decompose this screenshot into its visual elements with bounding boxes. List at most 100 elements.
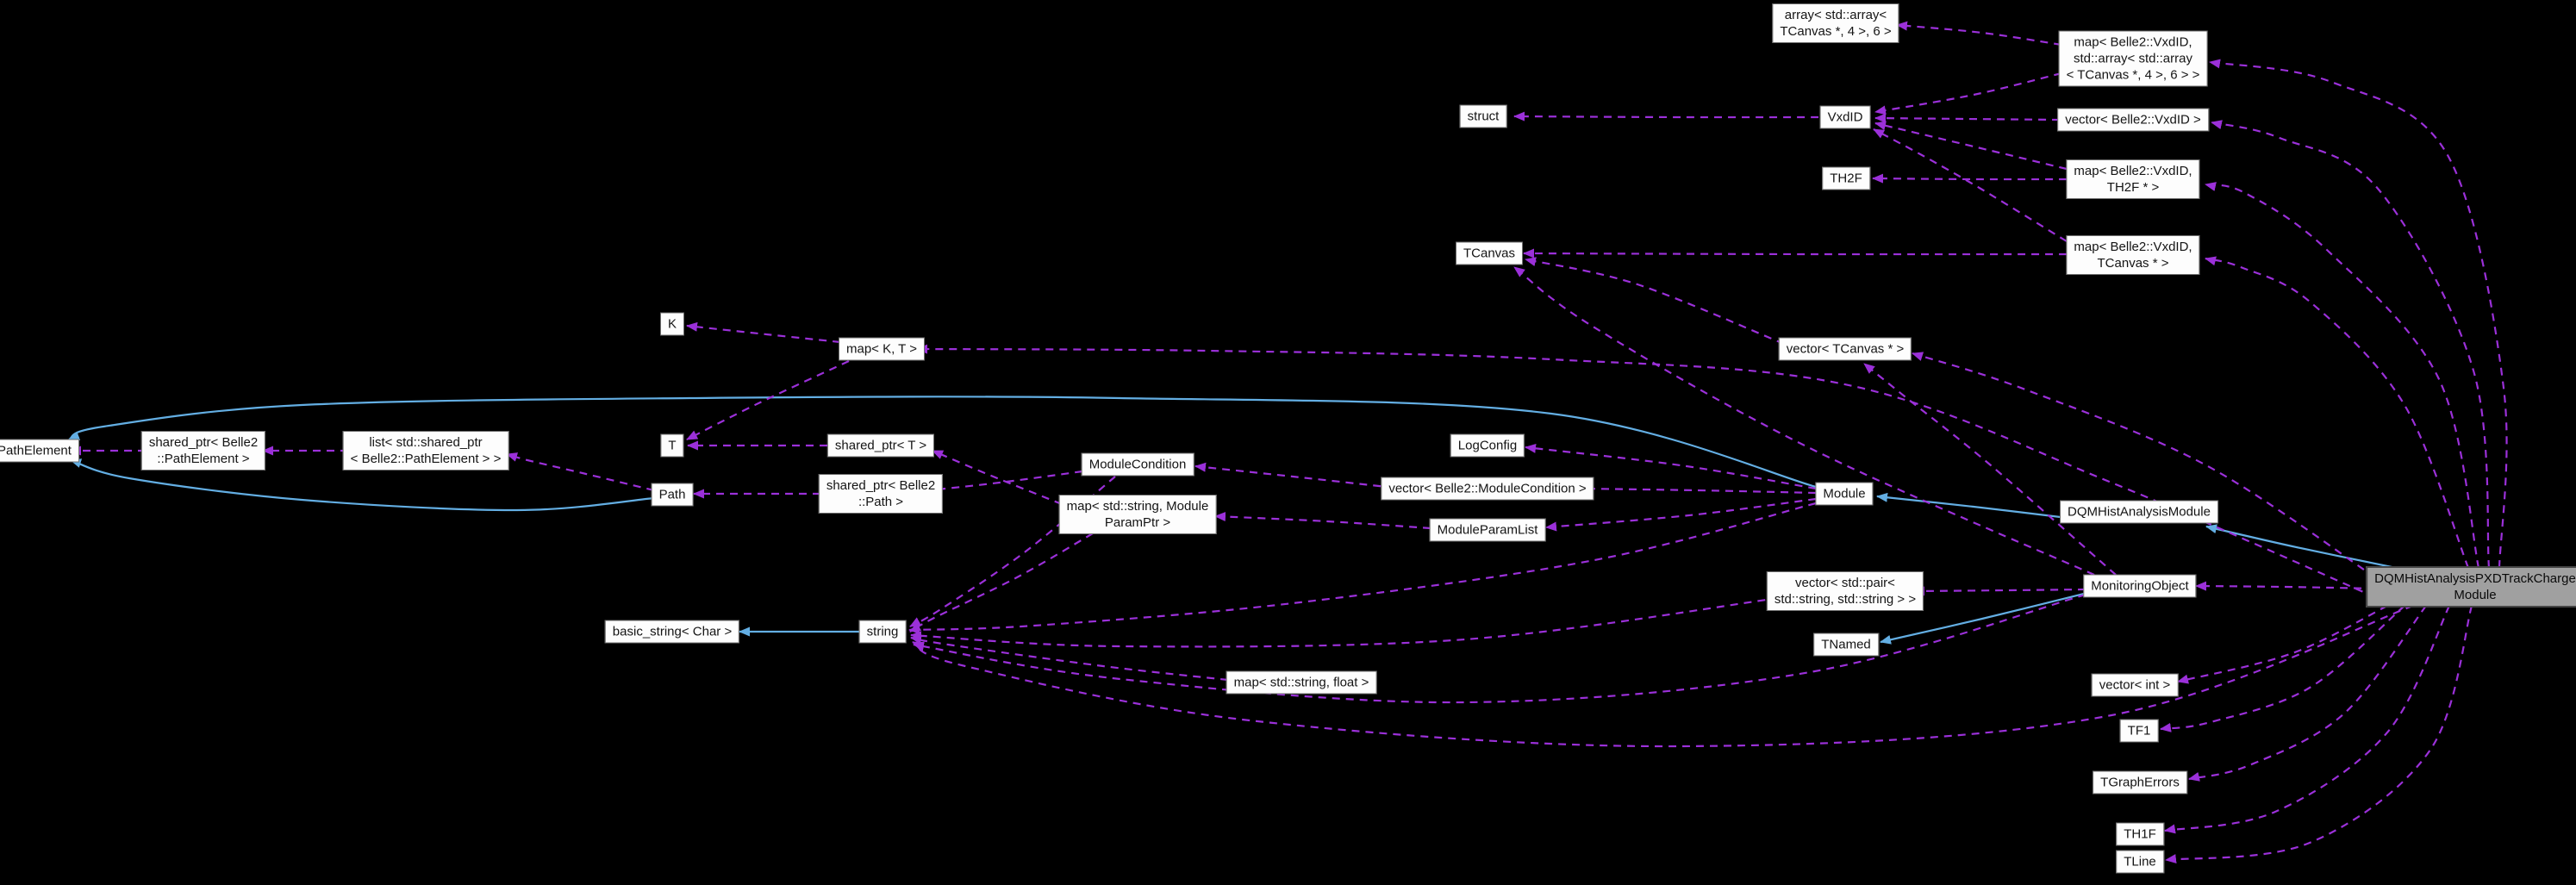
edge-monitoringobject-to-tcanvas [1513,266,2095,576]
node-label-line: std::array< std::array [2074,51,2192,66]
edge-map_k_t-to-k [686,321,841,344]
node-pathelement[interactable]: PathElement [0,439,79,463]
node-path[interactable]: Path [651,483,694,507]
node-list_sp_pathelement[interactable]: list< std::shared_ptr< Belle2::PathEleme… [342,431,509,471]
node-label-line: basic_string< Char > [612,624,733,639]
node-sp_t[interactable]: shared_ptr< T > [826,433,935,458]
node-label-line: PathElement [0,443,72,458]
node-label-line: < Belle2::PathElement > > [350,452,502,466]
node-label-line: map< std::string, float > [1233,675,1369,690]
node-label-line: shared_ptr< Belle2 [826,478,936,493]
node-tf1[interactable]: TF1 [2119,719,2159,743]
node-module[interactable]: Module [1815,482,1874,506]
edge-module-to-string [908,502,1817,635]
edge-monitoringobject-to-tnamed [1880,591,2088,645]
node-label-line: Module [1823,486,1866,502]
node-vector_vxdid[interactable]: vector< Belle2::VxdID > [2057,108,2209,132]
edge-main-to-map_vxdid_tcanvas [2205,256,2470,569]
node-label-line: vector< std::pair< [1795,576,1895,590]
node-map_vxdid_array[interactable]: map< Belle2::VxdID,std::array< std::arra… [2058,30,2208,87]
node-logconfig[interactable]: LogConfig [1450,433,1525,458]
node-string[interactable]: string [858,620,907,644]
edge-module-to-logconfig [1525,443,1817,490]
node-k[interactable]: K [659,312,685,336]
node-sp_path[interactable]: shared_ptr< Belle2::Path > [818,474,944,514]
node-label-line: struct [1467,109,1500,124]
edge-monitoringobject-to-vector_pair [1913,586,2086,596]
node-dqmham[interactable]: DQMHistAnalysisModule [2060,500,2218,524]
node-vector_int[interactable]: vector< int > [2091,673,2179,697]
node-th2f[interactable]: TH2F [1822,166,1870,190]
edge-modulecondition-to-sp_path [928,470,1083,495]
node-label-line: < TCanvas *, 4 >, 6 > > [2066,67,2200,83]
node-label-line: ::Path > [858,495,904,509]
node-label-line: vector< Belle2::VxdID > [2065,112,2201,128]
node-tline[interactable]: TLine [2116,850,2164,874]
node-label-line: map< std::string, Module [1066,499,1209,514]
edge-monitoringobject-to-vector_tcanvas [1863,363,2117,576]
node-label-line: map< Belle2::VxdID, [2074,240,2192,254]
node-label-line: Module [2454,588,2497,602]
node-label-line: std::string, std::string > > [1774,592,1917,607]
node-label-line: string [866,624,899,639]
edge-main-to-vector_vxdid [2211,120,2491,569]
node-label-line: array< std::array< [1784,8,1887,22]
edge-path-to-list_sp_pathelement [506,452,655,492]
node-vector_modulecondition[interactable]: vector< Belle2::ModuleCondition > [1381,477,1594,501]
node-th1f[interactable]: TH1F [2116,822,2164,846]
edge-map_string_mpp-to-string [909,533,1094,633]
edge-map_vxdid_tcanvas-to-vxdid [1873,128,2068,242]
node-map_vxdid_tcanvas[interactable]: map< Belle2::VxdID,TCanvas * > [2066,235,2200,275]
edge-main-to-vector_int [2177,605,2388,684]
node-sp_pathelement[interactable]: shared_ptr< Belle2::PathElement > [140,431,266,471]
edge-main-to-tline [2165,605,2473,864]
node-monitoringobject[interactable]: MonitoringObject [2083,574,2197,598]
node-label-line: ModuleCondition [1088,457,1187,472]
node-vector_pair[interactable]: vector< std::pair<std::string, std::stri… [1766,571,1924,611]
edge-main-to-string [912,604,2414,748]
node-struct[interactable]: struct [1459,104,1507,128]
edge-monitoringobject-to-string [913,593,2086,704]
edge-dqmham-to-module [1876,492,2068,520]
node-tnamed[interactable]: TNamed [1813,633,1879,657]
node-label-line: map< Belle2::VxdID, [2074,34,2192,50]
edge-main-to-dqmham [2205,524,2397,570]
node-vxdid[interactable]: VxdID [1819,105,1871,129]
node-label-line: TH2F [1830,171,1862,186]
edge-main-to-tgrapherrors [2188,605,2427,782]
node-tgrapherrors[interactable]: TGraphErrors [2093,770,2187,795]
node-label-line: LogConfig [1457,438,1518,453]
node-map_vxdid_th2f[interactable]: map< Belle2::VxdID,TH2F * > [2066,159,2200,199]
node-basic_string[interactable]: basic_string< Char > [604,620,740,644]
edge-vector_pair-to-string [910,596,1780,648]
node-label-line: TH2F * > [2106,180,2160,195]
node-label-line: K [667,316,677,332]
edge-main-to-map_vxdid_th2f [2205,182,2480,569]
edge-map_vxdid_tcanvas-to-tcanvas [1523,248,2068,259]
node-map_string_float[interactable]: map< std::string, float > [1226,670,1377,695]
edge-map_string_float-to-string [910,634,1229,682]
node-vector_tcanvas[interactable]: vector< TCanvas * > [1778,337,1912,361]
node-label-line: T [668,438,677,453]
node-label-line: TGraphErrors [2100,775,2180,790]
node-label-line: vector< TCanvas * > [1786,341,1905,357]
node-t[interactable]: T [660,433,684,458]
node-label-line: map< K, T > [846,341,917,357]
node-array_tcanvas[interactable]: array< std::array<TCanvas *, 4 >, 6 > [1772,3,1899,43]
node-modulecondition[interactable]: ModuleCondition [1081,452,1194,477]
node-label-line: TH1F [2124,826,2156,842]
edge-module-to-moduleparamlist [1545,497,1817,532]
node-moduleparamlist[interactable]: ModuleParamList [1429,518,1546,542]
edge-main-to-tf1 [2160,605,2405,732]
edge-map_string_mpp-to-sp_t [932,449,1063,506]
edge-vector_tcanvas-to-tcanvas [1525,257,1785,346]
node-map_k_t[interactable]: map< K, T > [839,337,925,361]
node-tcanvas[interactable]: TCanvas [1455,241,1524,265]
edge-moduleparamlist-to-map_string_mpp [1214,512,1431,530]
node-label-line: TLine [2124,854,2156,869]
edge-map_k_t-to-t [686,360,850,440]
